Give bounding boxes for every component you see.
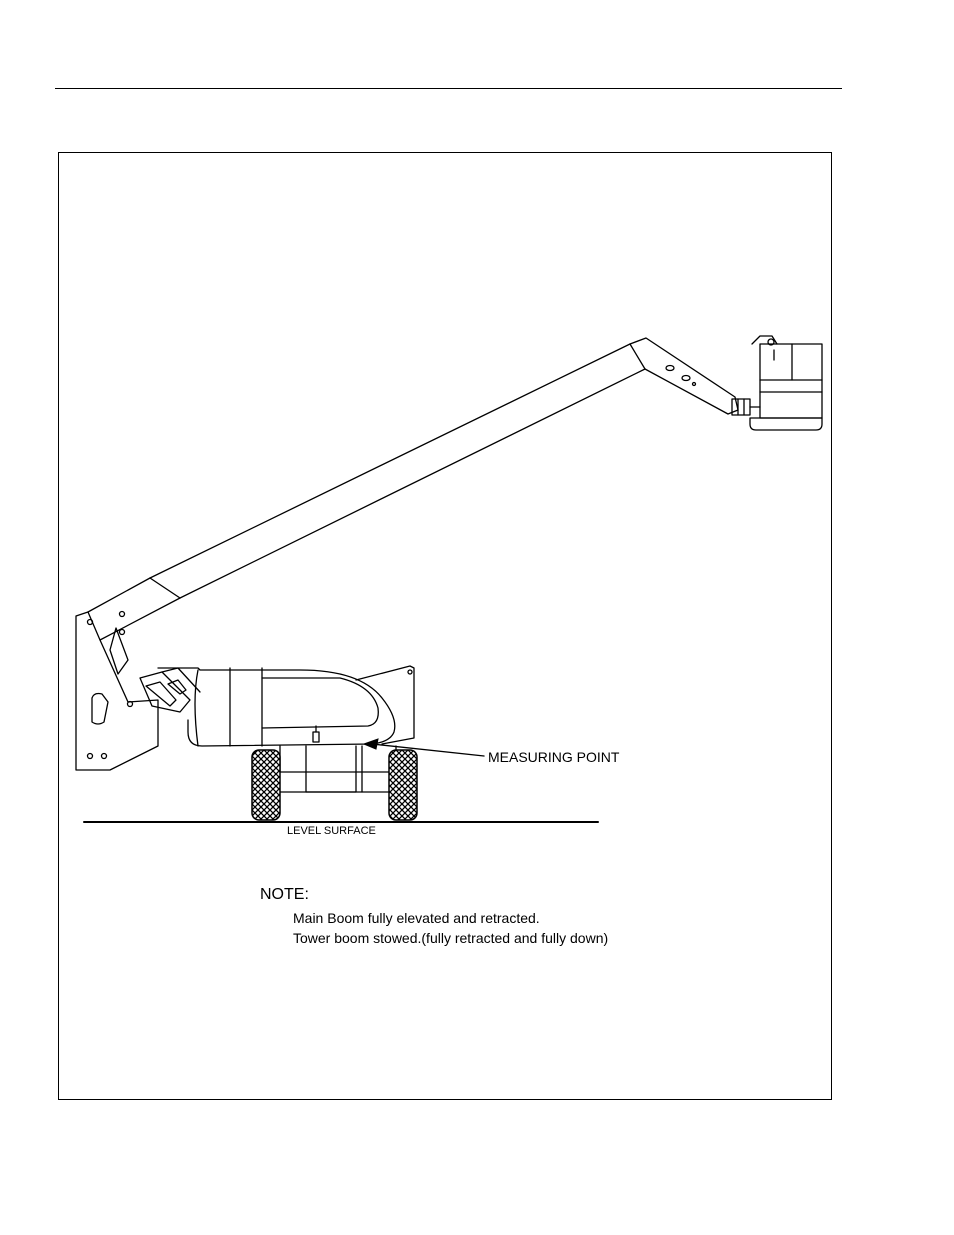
front-wheel [252, 750, 280, 820]
platform-basket [750, 336, 822, 430]
jib-boom [630, 338, 750, 415]
note-title: NOTE: [260, 887, 309, 903]
note-line-boom: Main Boom fully elevated and retracted. [293, 911, 540, 925]
level-surface-label: LEVEL SURFACE [287, 826, 376, 837]
note-line-tower: Tower boom stowed.(fully retracted and f… [293, 931, 608, 945]
link-arms [140, 668, 200, 712]
turntable [158, 666, 414, 746]
main-boom [88, 344, 645, 640]
wheels [252, 750, 417, 820]
chassis [280, 726, 396, 792]
measuring-point-arrow [364, 739, 378, 749]
rear-wheel [389, 750, 417, 820]
measuring-point-label: MEASURING POINT [488, 750, 619, 764]
